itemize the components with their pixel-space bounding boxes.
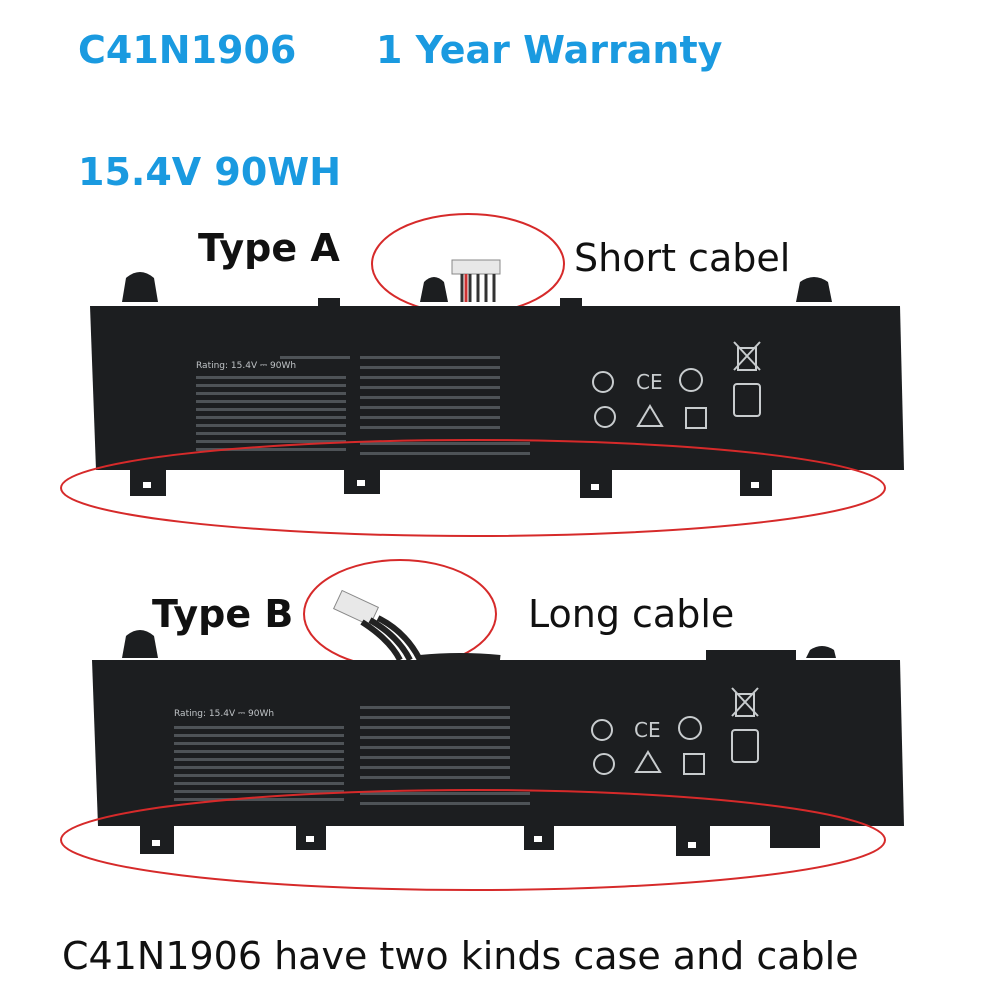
li-ion-icon [731, 729, 759, 763]
mount-tab [122, 630, 158, 658]
warning-icon [636, 404, 664, 427]
mount-tab [318, 298, 340, 306]
connector-plug [451, 259, 501, 302]
rating-text: Rating: 15.4V ⎓ 90Wh [174, 709, 274, 719]
mount-tab [560, 298, 582, 306]
li-ion-icon [733, 383, 761, 417]
ce-mark-icon: CE [634, 718, 661, 742]
mount-tab [806, 646, 836, 658]
ce-mark-icon: CE [636, 370, 663, 394]
target-icon [593, 753, 615, 775]
five-circle-icon [678, 716, 702, 740]
rating-text: Rating: 15.4V ⎓ 90Wh [196, 361, 296, 371]
long-cable-label: Long cable [528, 592, 735, 636]
type-a-label: Type A [198, 226, 340, 270]
recycle-bin-icon [731, 687, 759, 717]
battery-type-b: Rating: 15.4V ⎓ 90Wh CE [92, 559, 904, 856]
target-icon [594, 406, 616, 428]
certification-icons: CE [592, 341, 761, 429]
mount-tab [122, 272, 158, 302]
fine-print [196, 356, 530, 455]
long-cable-plug [332, 589, 501, 665]
battery-type-a: Rating: 15.4V ⎓ 90Wh CE [90, 213, 904, 498]
type-b-label: Type B [152, 592, 294, 636]
certification-icons: CE [591, 687, 759, 775]
safety-mark-icon [591, 719, 613, 741]
recycle-mark-icon [685, 407, 707, 429]
safety-mark-icon [592, 371, 614, 393]
short-cable-label: Short cabel [574, 236, 791, 280]
connector-highlight-ellipse [303, 559, 497, 669]
spec-label: 15.4V 90WH [78, 150, 341, 194]
warranty-label: 1 Year Warranty [376, 28, 723, 72]
recycle-mark-icon [683, 753, 705, 775]
recycle-bin-icon [733, 341, 761, 371]
warning-icon [634, 750, 662, 773]
mount-tab [796, 277, 832, 302]
five-circle-icon [679, 368, 703, 392]
mount-tab [420, 277, 448, 302]
bottom-caption: C41N1906 have two kinds case and cable [62, 934, 859, 978]
model-title: C41N1906 [78, 28, 297, 72]
